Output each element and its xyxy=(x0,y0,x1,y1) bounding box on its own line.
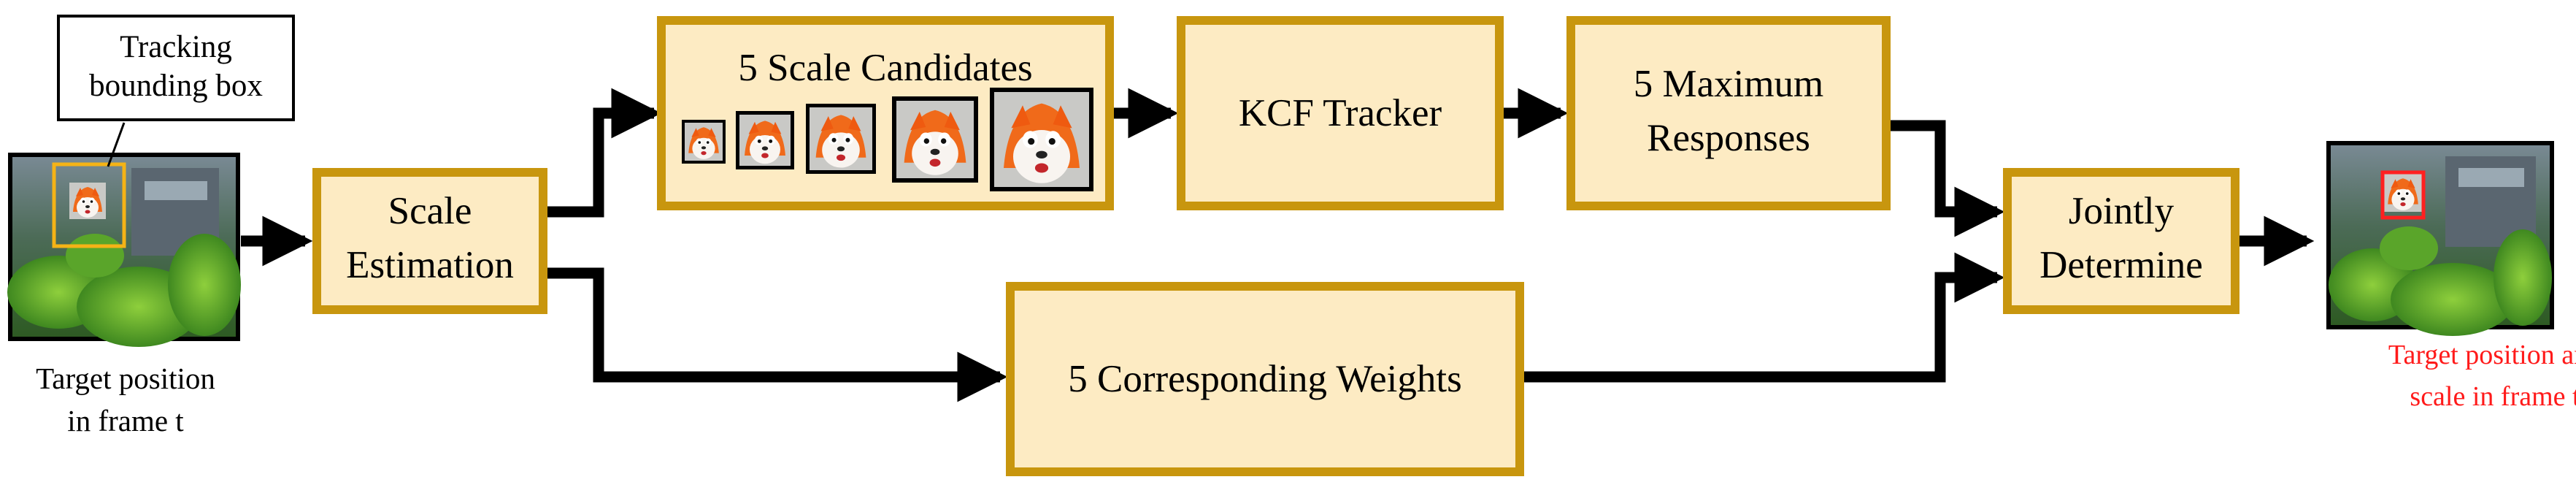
output-frame-image xyxy=(2326,141,2554,336)
tracking-bounding-box-callout: Tracking bounding box xyxy=(57,15,295,121)
candidate-patch-4 xyxy=(892,96,978,183)
scale-candidates-title: 5 Scale Candidates xyxy=(738,47,1032,89)
kcf-tracker-box: KCF Tracker xyxy=(1177,16,1504,210)
jointly-determine-box: Jointly Determine xyxy=(2003,168,2239,314)
max-responses-line-1: 5 Maximum xyxy=(1634,63,1824,105)
max-responses-box: 5 Maximum Responses xyxy=(1566,16,1891,210)
flow-arrows xyxy=(241,88,2315,402)
max-responses-line-2: Responses xyxy=(1647,117,1810,159)
scale-estimation-box: Scale Estimation xyxy=(312,168,547,314)
callout-leader-line xyxy=(107,122,126,167)
corresponding-weights-box: 5 Corresponding Weights xyxy=(1006,282,1524,476)
input-frame-image xyxy=(7,153,241,347)
candidate-patch-1 xyxy=(682,120,726,164)
callout-line-1: Tracking xyxy=(120,30,232,64)
candidate-patch-2 xyxy=(736,111,794,169)
scale-estimation-line-2: Estimation xyxy=(346,244,514,286)
weights-label: 5 Corresponding Weights xyxy=(1068,358,1461,400)
arrow-scale-estimation-to-weights xyxy=(542,267,1008,402)
candidate-patch-3 xyxy=(806,104,876,174)
scale-estimation-line-1: Scale xyxy=(388,190,472,232)
candidate-patch-5 xyxy=(990,88,1093,191)
scale-candidates-box: 5 Scale Candidates xyxy=(657,16,1114,210)
tracking-bounding-box xyxy=(52,162,126,248)
jointly-determine-line-2: Determine xyxy=(2039,244,2203,286)
input-caption-line-2: in frame t xyxy=(67,404,184,437)
result-bounding-box xyxy=(2380,170,2426,220)
callout-line-2: bounding box xyxy=(89,69,263,103)
arrow-max-responses-to-jointly xyxy=(1885,120,2005,237)
arrow-scale-estimation-to-candidates xyxy=(542,88,662,218)
kcf-tracker-label: KCF Tracker xyxy=(1239,92,1442,134)
arrow-weights-to-jointly xyxy=(1518,252,2005,383)
output-caption-line-2: scale in frame t xyxy=(2410,381,2576,412)
jointly-determine-line-1: Jointly xyxy=(2069,190,2175,232)
input-caption-line-1: Target position xyxy=(36,362,215,395)
output-caption-line-1: Target position and xyxy=(2388,340,2576,370)
